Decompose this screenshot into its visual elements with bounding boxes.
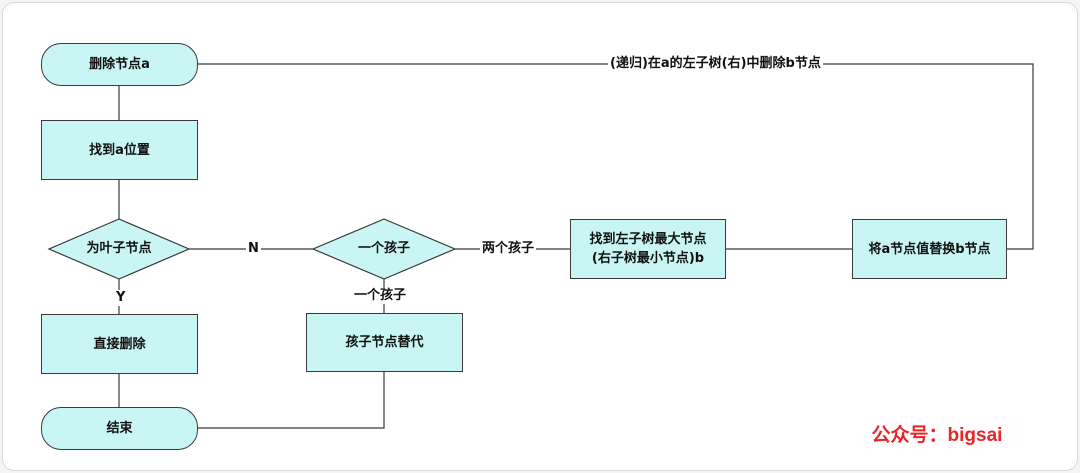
- child-replace-label: 孩子节点替代: [345, 335, 424, 350]
- find-max-label-line1: 找到左子树最大节点: [589, 232, 707, 247]
- edge-label-no: N: [246, 241, 261, 257]
- end-node: 结束: [41, 407, 198, 450]
- replace-value-label: 将a节点值替换b节点: [868, 241, 991, 257]
- edge-label-yes: Y: [114, 290, 128, 306]
- start-node-label: 删除节点a: [89, 57, 150, 72]
- watermark-badge: 公众号：bigsai: [852, 414, 1022, 452]
- decision-one-child-label: 一个孩子: [357, 241, 410, 256]
- decision-is-leaf-label: 为叶子节点: [86, 241, 152, 256]
- direct-delete-node: 直接删除: [41, 314, 198, 374]
- edge-label-recursive: (递归)在a的左子树(右)中删除b节点: [608, 56, 823, 72]
- watermark-text: 公众号：bigsai: [871, 424, 1003, 446]
- find-position-label: 找到a位置: [89, 142, 150, 158]
- end-node-label: 结束: [106, 421, 133, 436]
- direct-delete-label: 直接删除: [93, 336, 146, 352]
- child-replace-node: 孩子节点替代: [306, 313, 463, 372]
- edge-label-one-child: 一个孩子: [352, 288, 409, 304]
- edge-label-two-children: 两个孩子: [480, 241, 537, 257]
- find-max-node: 找到左子树最大节点 (右子树最小节点)b: [570, 219, 726, 279]
- find-position-node: 找到a位置: [41, 120, 198, 180]
- decision-is-leaf-shape: [47, 218, 191, 280]
- replace-value-node: 将a节点值替换b节点: [852, 219, 1007, 279]
- edge-replace-to-end: [198, 372, 385, 429]
- find-max-label-line2: (右子树最小节点)b: [591, 251, 705, 266]
- decision-one-child-shape: [311, 218, 457, 280]
- start-node: 删除节点a: [41, 43, 198, 86]
